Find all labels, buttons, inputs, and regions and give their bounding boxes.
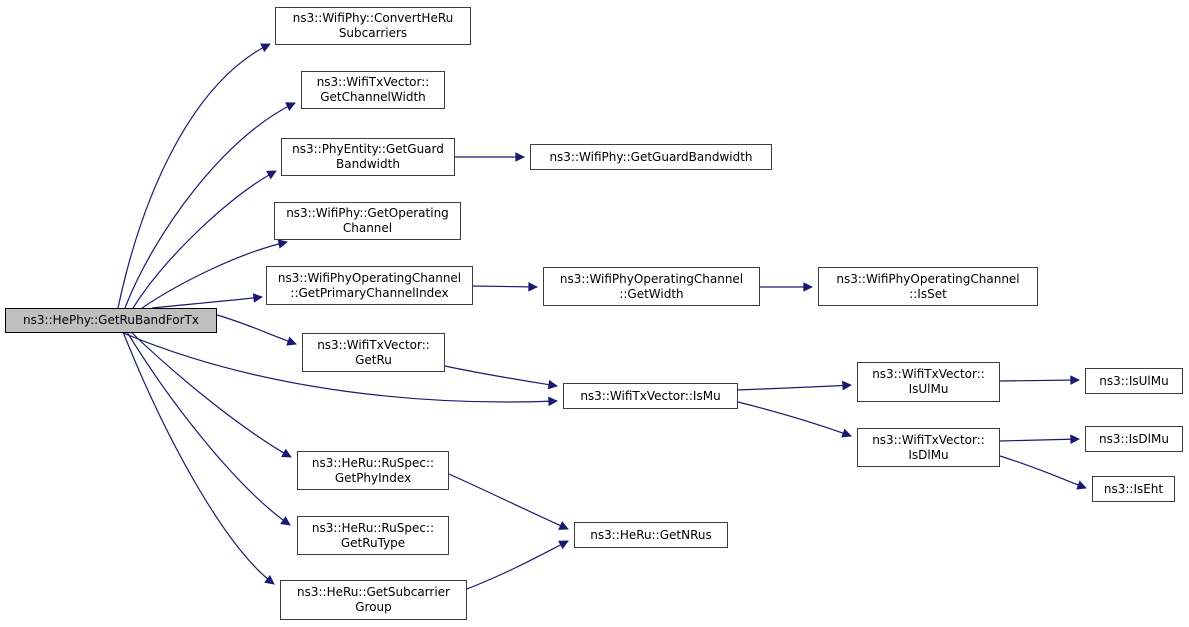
node-ns3-isdlmu[interactable]: ns3::IsDlMu	[1085, 426, 1183, 452]
edge-main-to-convertherusubcarriers	[117, 43, 271, 309]
edge-main-to-ismu	[120, 331, 558, 407]
edge-main-to-getoperatingchannel	[141, 239, 288, 309]
node-wifitxvector-isulmu[interactable]: ns3::WifiTxVector:: IsUlMu	[857, 362, 1000, 402]
node-heru-ruspec-getphyindex[interactable]: ns3::HeRu::RuSpec:: GetPhyIndex	[297, 451, 449, 490]
node-wpoc-isset[interactable]: ns3::WifiPhyOperatingChannel ::IsSet	[818, 267, 1038, 306]
edge-isdlmu-to-ns3iseht	[999, 455, 1087, 490]
node-wifitxvector-ismu[interactable]: ns3::WifiTxVector::IsMu	[563, 383, 738, 409]
edge-main-to-getrutype	[126, 331, 291, 526]
edge-getphyindex-to-getnrus	[448, 473, 569, 530]
node-wifitxvector-getchannelwidth[interactable]: ns3::WifiTxVector:: GetChannelWidth	[301, 71, 445, 109]
node-ns3-iseht[interactable]: ns3::IsEht	[1092, 476, 1175, 502]
node-wifitxvector-getru[interactable]: ns3::WifiTxVector:: GetRu	[302, 333, 445, 372]
node-wpoc-getprimarychannelindex[interactable]: ns3::WifiPhyOperatingChannel ::GetPrimar…	[266, 266, 473, 305]
node-wpoc-getwidth[interactable]: ns3::WifiPhyOperatingChannel ::GetWidth	[543, 267, 760, 306]
node-heru-ruspec-getrutype[interactable]: ns3::HeRu::RuSpec:: GetRuType	[297, 516, 449, 555]
node-wifiphy-getguardbandwidth[interactable]: ns3::WifiPhy::GetGuardBandwidth	[530, 144, 772, 170]
edge-main-to-getphyindex	[130, 331, 292, 458]
node-ns3-isulmu[interactable]: ns3::IsUlMu	[1085, 368, 1183, 394]
edge-getru-to-ismu	[444, 365, 558, 390]
edge-getprimary-to-getwidth	[472, 282, 538, 292]
node-phyentity-getguardbandwidth[interactable]: ns3::PhyEntity::GetGuard Bandwidth	[281, 138, 455, 176]
edge-isdlmu-to-ns3isdlmu	[999, 434, 1080, 445]
edge-main-to-getru	[216, 314, 297, 346]
edge-getsubcarriergroup-to-getnrus	[466, 540, 569, 590]
node-hephy-getrubandfortx: ns3::HePhy::GetRuBandForTx	[5, 308, 217, 333]
edge-ismu-to-wifitxvector-isdlmu	[737, 401, 852, 438]
node-heru-getnrus[interactable]: ns3::HeRu::GetNRus	[574, 522, 728, 548]
node-wifiphy-getoperatingchannel[interactable]: ns3::WifiPhy::GetOperating Channel	[274, 202, 461, 240]
edge-main-to-getsubcarriergroup	[122, 331, 275, 585]
edge-main-to-phyentity-getguardbw	[132, 170, 277, 309]
node-wifiphy-convertherusubcarriers[interactable]: ns3::WifiPhy::ConvertHeRu Subcarriers	[275, 7, 471, 45]
edge-main-to-getchannelwidth	[124, 102, 296, 309]
edge-isulmu-to-ns3isulmu	[999, 375, 1080, 385]
node-heru-getsubcarriergroup[interactable]: ns3::HeRu::GetSubcarrier Group	[280, 580, 467, 620]
edge-main-to-getprimarychannelindex	[151, 293, 263, 309]
node-wifitxvector-isdlmu[interactable]: ns3::WifiTxVector:: IsDlMu	[857, 428, 1000, 467]
edge-ismu-to-wifitxvector-isulmu	[737, 380, 852, 391]
